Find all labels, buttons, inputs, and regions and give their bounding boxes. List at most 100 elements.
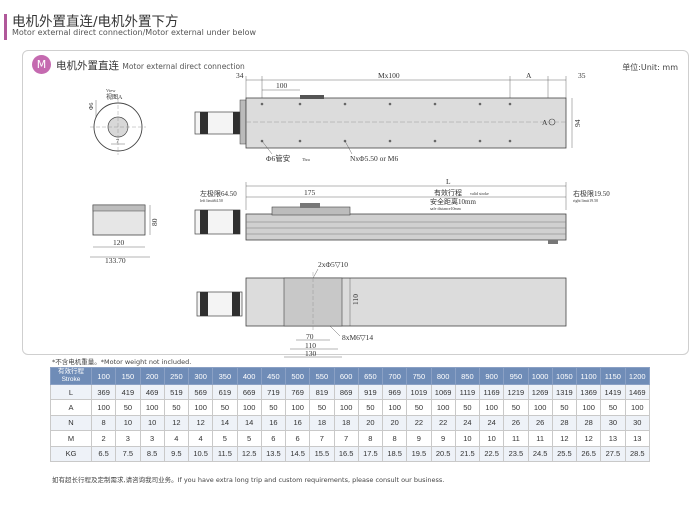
table-cell: 28 [551, 414, 578, 432]
table-cell: 10 [454, 430, 481, 447]
page-subtitle: Motor external direct connection/Motor e… [12, 28, 257, 37]
stroke-cell: 200 [139, 367, 165, 385]
dim-110-bottom: 110 [305, 341, 316, 350]
footer-note: 如有超长行程及定制需求,请咨询我司业务。If you have extra lo… [52, 476, 445, 484]
dim-mx100: Mx100 [378, 71, 400, 80]
table-cell: 6 [260, 430, 287, 447]
stroke-cn: 有效行程 [434, 188, 462, 197]
stroke-cell: 1000 [527, 367, 553, 385]
table-cell: 18 [309, 414, 335, 432]
table-cell: 4 [163, 430, 190, 447]
table-cell: 23.5 [503, 445, 529, 462]
stroke-cell: 350 [212, 367, 238, 385]
table-cell: 1219 [503, 383, 529, 401]
table-cell: 21.5 [454, 445, 481, 462]
table-cell: 8 [381, 430, 408, 447]
table-cell: 2 [90, 430, 117, 447]
table-cell: 26 [503, 414, 529, 432]
table-cell: 100 [527, 399, 553, 416]
table-cell: 3 [115, 430, 141, 447]
table-cell: 1319 [551, 383, 578, 401]
table-cell: 1119 [454, 383, 481, 401]
row-label: L [50, 383, 92, 401]
stroke-cell: 1050 [551, 367, 578, 385]
mark-a: A [542, 118, 548, 127]
stroke-cell: 1200 [624, 367, 650, 385]
table-cell: 10 [478, 430, 505, 447]
row-label: KG [50, 445, 92, 462]
table-cell: 519 [163, 383, 190, 401]
right-limit-en: right limit19.50 [573, 198, 598, 203]
table-cell: 22 [430, 414, 456, 432]
stroke-cell: 650 [357, 367, 384, 385]
page-title: 电机外置直连/电机外置下方 [12, 14, 179, 30]
table-cell: 10 [115, 414, 141, 432]
section-title-cn: 电机外置直连 [56, 60, 119, 72]
table-cell: 14 [212, 414, 238, 432]
stroke-en: valid stroke [470, 191, 489, 196]
stroke-cell: 550 [309, 367, 335, 385]
table-cell: 11.5 [212, 445, 238, 462]
table-cell: 22.5 [478, 445, 505, 462]
table-cell: 50 [212, 399, 238, 416]
table-cell: 100 [478, 399, 505, 416]
view-label-en: View [106, 88, 116, 93]
stroke-cell: 900 [478, 367, 505, 385]
table-cell: 7 [333, 430, 359, 447]
top-view: 34 Mx100 A 35 100 A 94 Φ6管安 Thru NxΦ5.50… [194, 71, 586, 163]
unit-label: 单位:Unit: mm [622, 63, 678, 72]
dim-phi6-view: Φ6 [89, 103, 95, 110]
row-label: M [50, 430, 92, 447]
table-cell: 100 [575, 399, 602, 416]
table-cell: 919 [357, 383, 384, 401]
stroke-cell: 1150 [600, 367, 626, 385]
table-cell: 100 [430, 399, 456, 416]
table-cell: 100 [236, 399, 262, 416]
table-cell: 11 [503, 430, 529, 447]
table-cell: 6 [284, 430, 311, 447]
table-cell: 26.5 [575, 445, 602, 462]
table-cell: 50 [163, 399, 190, 416]
row-label: N [50, 414, 92, 432]
table-cell: 13 [624, 430, 650, 447]
stroke-cell: 850 [454, 367, 481, 385]
side-view: L 左极限64.50 left limit64.50 175 有效行程 vali… [194, 177, 610, 244]
dim-94: 94 [573, 119, 582, 127]
table-cell: 619 [212, 383, 238, 401]
table-cell: 100 [187, 399, 214, 416]
table-cell: 18 [333, 414, 359, 432]
table-cell: 100 [381, 399, 408, 416]
table-cell: 969 [381, 383, 408, 401]
table-cell: 1269 [527, 383, 553, 401]
section-title: 电机外置直连 Motor external direct connection [56, 58, 245, 73]
table-cell: 30 [600, 414, 626, 432]
table-cell: 100 [624, 399, 650, 416]
table-cell: 7 [309, 430, 335, 447]
table-cell: 7.5 [115, 445, 141, 462]
table-cell: 28 [575, 414, 602, 432]
dim-120: 120 [113, 238, 125, 247]
table-cell: 50 [454, 399, 481, 416]
table-cell: 50 [600, 399, 626, 416]
table-cell: 17.5 [357, 445, 384, 462]
table-cell: 13.5 [260, 445, 287, 462]
table-cell: 14 [236, 414, 262, 432]
table-cell: 12.5 [236, 445, 262, 462]
header-label-cn: 有效行程 [58, 368, 84, 375]
table-cell: 24 [454, 414, 481, 432]
table-cell: 28.5 [624, 445, 650, 462]
table-cell: 14.5 [284, 445, 311, 462]
stroke-cell: 100 [90, 367, 117, 385]
callout-holes: NxΦ5.50 or M6 [350, 154, 398, 163]
table-cell: 30 [624, 414, 650, 432]
table-cell: 4 [187, 430, 214, 447]
table-cell: 1369 [575, 383, 602, 401]
dim-7-view: 7 [116, 139, 119, 145]
table-cell: 20.5 [430, 445, 456, 462]
